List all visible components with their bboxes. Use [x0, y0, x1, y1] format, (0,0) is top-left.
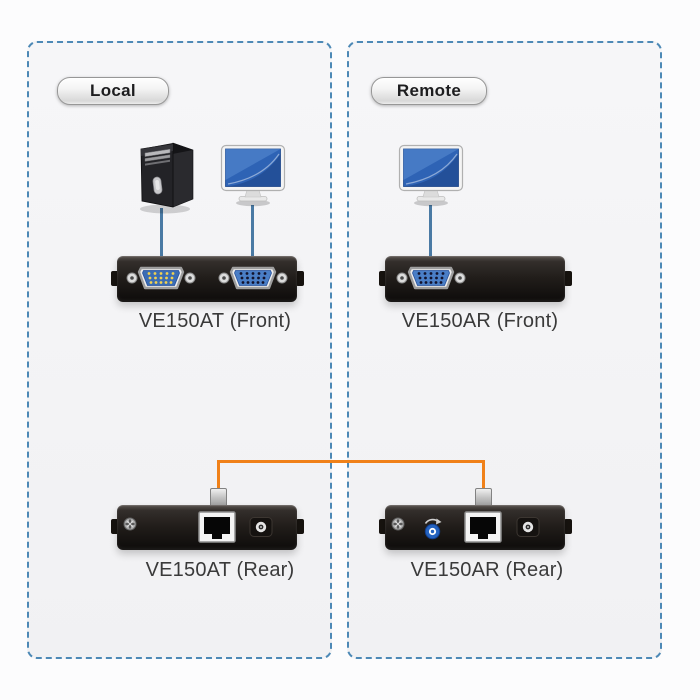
panel-mount-tab — [379, 271, 387, 286]
rj45-port-icon — [198, 511, 236, 543]
panel-mount-tab — [379, 519, 387, 534]
ve150at-front-panel — [117, 256, 297, 302]
gain-knob-icon — [424, 518, 442, 540]
desktop-pc-icon — [140, 142, 194, 214]
video-cable-pc — [160, 208, 163, 256]
vga-port-icon — [218, 266, 288, 290]
ve150at-rear-caption: VE150AT (Rear) — [145, 559, 295, 581]
vga-port-icon — [396, 266, 466, 290]
ve150ar-rear-panel — [385, 505, 565, 550]
panel-mount-tab — [111, 271, 119, 286]
dc-power-jack-icon — [516, 517, 540, 537]
local-badge-label: Local — [90, 81, 136, 100]
remote-badge-label: Remote — [396, 81, 462, 100]
local-badge: Local — [57, 77, 169, 105]
dc-power-jack-icon — [249, 517, 273, 537]
panel-mount-tab — [564, 519, 572, 534]
panel-mount-tab — [296, 271, 304, 286]
local-group-box — [27, 41, 332, 659]
rj45-port-icon — [464, 511, 502, 543]
link-cable-left-drop — [217, 460, 220, 489]
panel-mount-tab — [564, 271, 572, 286]
ve150ar-front-panel — [385, 256, 565, 302]
ve150at-rear-panel — [117, 505, 297, 550]
panel-mount-tab — [296, 519, 304, 534]
ve150ar-front-caption: VE150AR (Front) — [401, 310, 559, 332]
remote-monitor-icon — [398, 144, 464, 207]
ve150ar-rear-caption: VE150AR (Rear) — [410, 559, 564, 581]
rj45-plug-icon — [475, 488, 492, 506]
ground-screw-icon — [391, 517, 405, 531]
vga-port-icon — [126, 266, 196, 290]
panel-mount-tab — [111, 519, 119, 534]
video-cable-local-monitor — [251, 205, 254, 256]
ground-screw-icon — [123, 517, 137, 531]
ve150at-front-caption: VE150AT (Front) — [138, 310, 292, 332]
remote-group-box — [347, 41, 662, 659]
remote-badge: Remote — [371, 77, 487, 105]
video-cable-remote-monitor — [429, 205, 432, 256]
local-monitor-icon — [220, 144, 286, 207]
rj45-plug-icon — [210, 488, 227, 506]
link-cable-horizontal — [217, 460, 485, 463]
link-cable-right-drop — [482, 460, 485, 489]
